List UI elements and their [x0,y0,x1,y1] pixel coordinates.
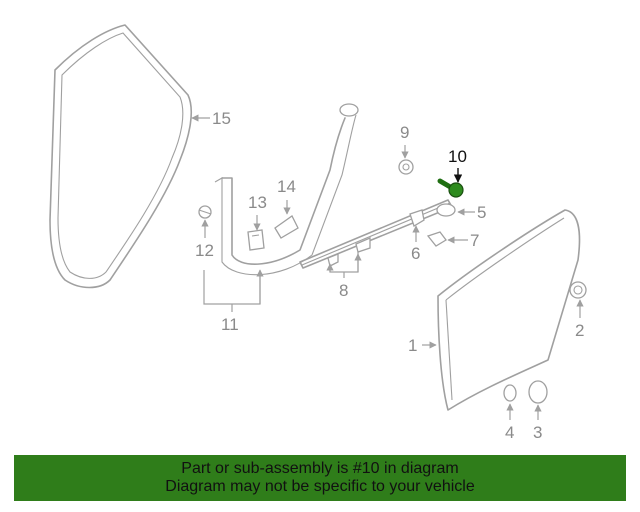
part-2-plug[interactable] [569,281,587,299]
parts-diagram: 15 9 10 5 7 6 13 14 12 8 11 2 1 4 3 [49,24,587,442]
callout-14: 14 [277,177,296,196]
part-3-plug[interactable] [528,380,548,404]
callout-11: 11 [221,315,239,334]
callout-15: 15 [212,109,231,128]
part-11-seal[interactable] [214,103,359,276]
banner-line-1: Part or sub-assembly is #10 in diagram [181,460,459,477]
part-10-bolt[interactable] [437,178,464,198]
part-8-molding[interactable] [299,199,453,269]
info-banner: Part or sub-assembly is #10 in diagram D… [14,455,626,501]
banner-line-2: Diagram may not be specific to your vehi… [165,478,475,495]
part-12-clip[interactable] [198,205,212,219]
callout-8: 8 [339,281,348,300]
callout-13: 13 [248,193,267,212]
part-9-grommet[interactable] [398,159,414,175]
callout-6: 6 [411,244,420,263]
callout-5: 5 [477,203,486,222]
part-7-clip[interactable] [426,231,447,247]
callout-2: 2 [575,321,584,340]
callout-12: 12 [195,241,214,260]
callout-labels: 15 9 10 5 7 6 13 14 12 8 11 2 1 4 3 [195,109,584,442]
callout-4: 4 [505,423,514,442]
part-1-door-shell[interactable] [437,209,581,411]
part-14-pad[interactable] [274,215,299,239]
callout-7: 7 [470,231,479,250]
part-4-plug[interactable] [503,384,517,402]
callout-1: 1 [408,336,417,355]
callout-9: 9 [400,123,409,142]
callout-3: 3 [533,423,542,442]
leader-lines [191,114,584,420]
part-15-weatherstrip[interactable] [49,24,193,289]
part-6-striker[interactable] [409,209,425,227]
callout-10: 10 [448,147,467,166]
part-13-bracket[interactable] [247,229,265,251]
part-5-bumper[interactable] [436,203,456,217]
